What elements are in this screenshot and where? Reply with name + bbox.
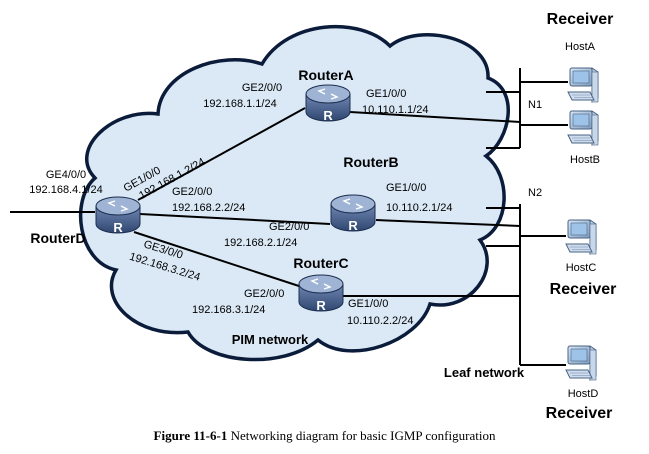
figure-caption: Figure 11-6-1 Networking diagram for bas… — [0, 428, 649, 444]
pc-icon — [567, 67, 599, 103]
routerb-ge200-port: GE2/0/0 — [269, 221, 309, 233]
link-routerb-n2 — [375, 219, 521, 227]
network-links — [10, 107, 521, 297]
routera-ge200-port: GE2/0/0 — [242, 82, 282, 94]
routera-ge100-ip: 10.110.1.1/24 — [362, 104, 428, 116]
routerd-name: RouterD — [30, 230, 85, 246]
leaf-network — [486, 68, 568, 366]
segment-n2-label: N2 — [528, 187, 542, 199]
link-routera-n1 — [349, 111, 521, 123]
pim-network-cloud — [78, 25, 510, 362]
hostb-label: HostB — [570, 154, 600, 166]
routerb-ge200-ip: 192.168.2.1/24 — [224, 237, 297, 249]
pc-icon — [565, 345, 597, 381]
figure-number: Figure 11-6-1 — [153, 428, 228, 443]
routerd-ge200-port: GE2/0/0 — [172, 186, 212, 198]
receiver-label-bottom: Receiver — [546, 405, 613, 422]
routerd-ge400-port: GE4/0/0 — [46, 169, 86, 181]
routerb-name: RouterB — [343, 154, 398, 170]
hostc-label: HostC — [566, 262, 597, 274]
pim-network-label: PIM network — [232, 332, 309, 347]
segment-n1-label: N1 — [528, 99, 542, 111]
router-icon: R — [95, 196, 141, 235]
router-icon-letter: R — [323, 108, 333, 123]
routera-ge100-port: GE1/0/0 — [366, 88, 406, 100]
pc-icon — [565, 219, 597, 255]
link-routerd-routerb — [139, 213, 331, 225]
leaf-network-label: Leaf network — [444, 365, 525, 380]
hosta-label: HostA — [565, 41, 596, 53]
router-icon: R — [330, 194, 376, 233]
routerc-ge200-port: GE2/0/0 — [244, 288, 284, 300]
router-icon: R — [305, 84, 351, 123]
routerb-ge100-ip: 10.110.2.1/24 — [386, 202, 452, 214]
routerb-ge100-port: GE1/0/0 — [386, 182, 426, 194]
link-routerd-routerc — [133, 231, 306, 289]
routera-ge200-ip: 192.168.1.1/24 — [203, 98, 276, 110]
routerc-ge100-port: GE1/0/0 — [348, 298, 388, 310]
routera-name: RouterA — [298, 67, 353, 83]
router-icon-letter: R — [348, 218, 358, 233]
pc-icon — [567, 110, 599, 146]
routerc-ge200-ip: 192.168.3.1/24 — [192, 304, 265, 316]
router-icon: R — [298, 274, 344, 313]
hostd-label: HostD — [568, 388, 599, 400]
routerd-ge200-ip: 192.168.2.2/24 — [172, 202, 245, 214]
routerc-name: RouterC — [293, 255, 348, 271]
routerd-ge400-ip: 192.168.4.1/24 — [29, 184, 102, 196]
receiver-label-top: Receiver — [547, 11, 614, 28]
router-icon-letter: R — [113, 220, 123, 235]
routerc-ge100-ip: 10.110.2.2/24 — [347, 315, 413, 327]
receiver-label-middle: Receiver — [550, 281, 617, 298]
figure-caption-text: Networking diagram for basic IGMP config… — [227, 428, 496, 443]
link-routerd-routera — [137, 107, 306, 201]
router-icon-letter: R — [316, 298, 326, 313]
